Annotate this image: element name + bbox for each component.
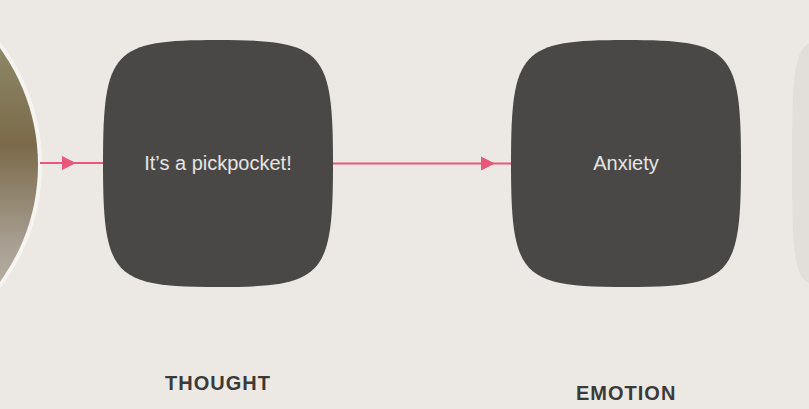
box-text: Anxiety: [593, 151, 659, 176]
next-box-edge: [792, 40, 809, 287]
arrow-head: [62, 156, 76, 170]
scene-photo: [0, 0, 38, 363]
thought-box: Anxiety: [511, 40, 741, 287]
box-fill: [103, 40, 333, 287]
flow-arrow: [333, 157, 511, 171]
box-fill: [511, 40, 741, 287]
arrow-head: [481, 157, 495, 171]
box-text: It’s a pickpocket!: [144, 151, 291, 176]
stage-label: THOUGHT: [165, 372, 271, 395]
thought-box: It’s a pickpocket!: [103, 40, 333, 287]
stage-label: EMOTION: [576, 382, 676, 405]
photo-ring: [0, 0, 42, 367]
